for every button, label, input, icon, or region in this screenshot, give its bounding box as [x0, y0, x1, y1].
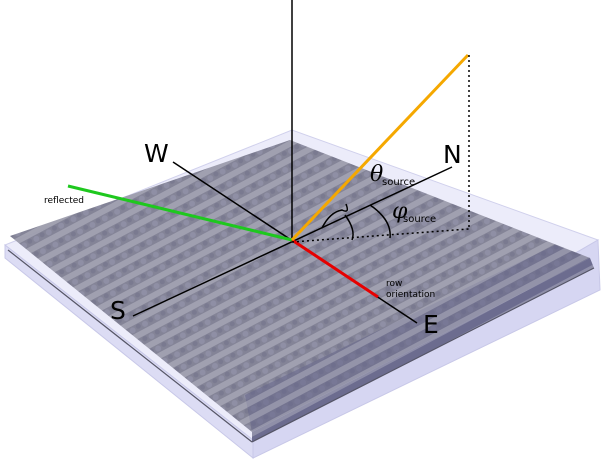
reflected-ray: [67, 184, 293, 242]
label-reflected: reflected: [44, 196, 84, 206]
source-ray: [290, 53, 470, 242]
phi-arc-inner: [344, 214, 354, 241]
label-south: S: [110, 296, 126, 325]
label-phi-subscript: source: [403, 214, 436, 225]
phi-arc-outer: [369, 204, 391, 239]
label-west: W: [144, 139, 169, 168]
label-phi: φ: [392, 199, 408, 224]
row-orientation-line: [291, 238, 379, 299]
label-east: E: [423, 310, 439, 339]
label-north: N: [443, 140, 462, 169]
label-theta-subscript: source: [382, 177, 415, 188]
canopy-rows: [7, 140, 595, 443]
label-row: row: [386, 279, 402, 289]
label-theta: θ: [370, 162, 383, 187]
label-orientation: orientation: [386, 290, 435, 300]
theta-arc: [321, 203, 349, 229]
